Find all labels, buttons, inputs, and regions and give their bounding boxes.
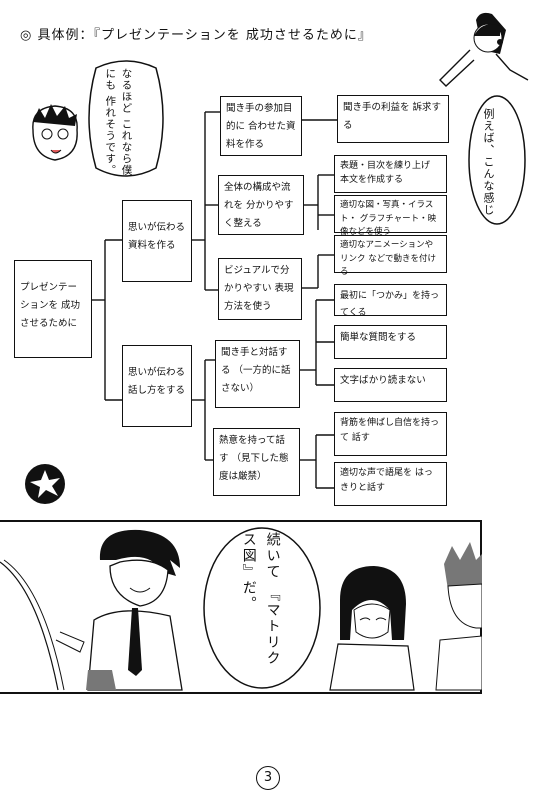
sub-item: 全体の構成や流れを 分かりやすく整える	[218, 175, 304, 235]
panel-speech-text: 続いて 『マトリクス図』だ。	[240, 532, 281, 667]
leaf-item: 適切な図・写真・イラスト・ グラフチャート・映像などを使う	[334, 195, 447, 237]
character-head-left	[32, 104, 78, 161]
listener-speech-bubble	[88, 60, 164, 177]
manga-panel-art	[0, 527, 482, 691]
branch-speaking: 思いが伝わる 話し方をする	[122, 345, 192, 427]
leaf-item: 聞き手の利益を 訴求する	[337, 95, 449, 143]
character-pointing-top	[439, 12, 529, 87]
branch-materials: 思いが伝わる 資料を作る	[122, 200, 192, 282]
leaf-item: 適切なアニメーションやリンク などで動きを付ける	[334, 235, 447, 277]
leaf-item: 簡単な質問をする	[334, 325, 447, 359]
listener-speech-text: なるほど これなら僕にも 作れそうです。	[104, 68, 133, 176]
burst-icon	[25, 464, 65, 504]
right-speech-text: 例えば、こんな感じ	[482, 108, 496, 216]
sub-item: 聞き手の参加目的に 合わせた資料を作る	[220, 96, 302, 156]
leaf-item: 最初に「つかみ」を持ってくる	[334, 284, 447, 318]
page-number: 3	[256, 766, 280, 790]
sub-item: 聞き手と対話する （一方的に話さない）	[215, 340, 300, 408]
sub-item: 熱意を持って話す （見下した態度は厳禁）	[213, 428, 300, 496]
sub-item: ビジュアルで分かりやすい 表現方法を使う	[218, 258, 302, 320]
page-title: ◎ 具体例：『プレゼンテーションを 成功させるために』	[20, 28, 372, 43]
leaf-item: 表題・目次を練り上げ 本文を作成する	[334, 155, 447, 193]
leaf-item: 背筋を伸ばし自信を持って 話す	[334, 412, 447, 456]
leaf-item: 適切な声で語尾を はっきりと話す	[334, 462, 447, 506]
right-speech-bubble	[468, 95, 526, 225]
tree-root: プレゼンテーションを 成功させるために	[14, 260, 92, 358]
leaf-item: 文字ばかり読まない	[334, 368, 447, 402]
